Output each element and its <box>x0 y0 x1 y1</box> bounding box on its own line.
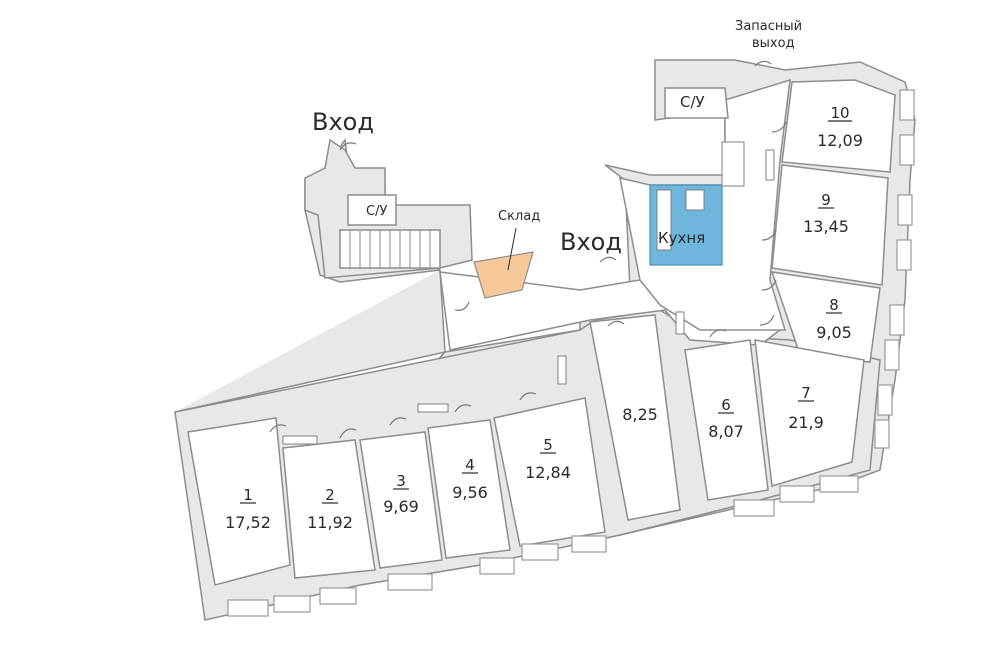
storage-room <box>473 251 534 299</box>
room-number: 10 <box>830 104 849 122</box>
room-7 <box>754 339 865 487</box>
room-number: 8 <box>829 296 839 314</box>
radiators <box>282 149 775 445</box>
room-label-825: 8,25 <box>622 405 658 424</box>
room-area: 17,52 <box>225 513 271 532</box>
room-3 <box>359 431 443 569</box>
entrance-left-label: Вход <box>312 108 374 136</box>
room-area: 13,45 <box>803 217 849 236</box>
room-area: 21,9 <box>788 413 824 432</box>
room-label-8: 8 9,05 <box>816 296 852 342</box>
room-label-6: 6 8,07 <box>708 396 744 441</box>
room-10 <box>781 79 896 173</box>
bottom-windows <box>227 475 859 617</box>
room-4 <box>427 419 511 559</box>
emergency-exit-label-2: выход <box>752 36 795 51</box>
room-area: 11,92 <box>307 513 353 532</box>
storage-label: Склад <box>498 209 540 224</box>
room-number: 6 <box>721 396 731 414</box>
kitchen-counter <box>656 189 672 251</box>
room-number: 1 <box>243 486 253 504</box>
room-label-3: 3 9,69 <box>383 472 419 516</box>
entrance-center-label: Вход <box>560 228 622 256</box>
right-windows <box>874 89 915 449</box>
wc-left-label: С/У <box>366 204 387 219</box>
room-area: 9,69 <box>383 497 419 516</box>
room-label-7: 7 21,9 <box>788 384 824 432</box>
room-2 <box>282 439 376 579</box>
wc-right-room <box>664 87 729 119</box>
room-label-2: 2 11,92 <box>307 486 353 532</box>
room-8 <box>770 271 881 363</box>
room-825 <box>589 314 681 521</box>
wc-right-fixture <box>721 141 745 187</box>
room-area: 8,07 <box>708 422 744 441</box>
room-label-4: 4 9,56 <box>452 456 488 502</box>
room-number: 2 <box>325 486 335 504</box>
wc-right-label: С/У <box>680 93 705 111</box>
kitchen-label: Кухня <box>658 229 705 247</box>
room-label-5: 5 12,84 <box>525 436 571 482</box>
room-9 <box>771 164 889 286</box>
emergency-exit-label-1: Запасный <box>735 19 802 34</box>
kitchen-sink <box>685 189 705 211</box>
corridor <box>439 271 782 351</box>
room-number: 3 <box>396 472 406 490</box>
wc-left-room <box>347 194 397 226</box>
room-label-9: 9 13,45 <box>803 191 849 236</box>
staircase <box>339 229 441 269</box>
room-1 <box>187 417 291 586</box>
storage-leader <box>507 227 517 271</box>
room-area: 9,05 <box>816 323 852 342</box>
room-area: 9,56 <box>452 483 488 502</box>
room-number: 9 <box>821 191 831 209</box>
room-number: 4 <box>465 456 475 474</box>
room-5 <box>493 397 606 547</box>
room-area: 8,25 <box>622 405 658 424</box>
door-swings <box>269 60 787 439</box>
room-label-10: 10 12,09 <box>817 104 863 150</box>
room-number: 5 <box>543 436 553 454</box>
room-6 <box>684 339 769 501</box>
room-label-1: 1 17,52 <box>225 486 271 532</box>
room-area: 12,84 <box>525 463 571 482</box>
room-area: 12,09 <box>817 131 863 150</box>
room-number: 7 <box>801 384 811 402</box>
